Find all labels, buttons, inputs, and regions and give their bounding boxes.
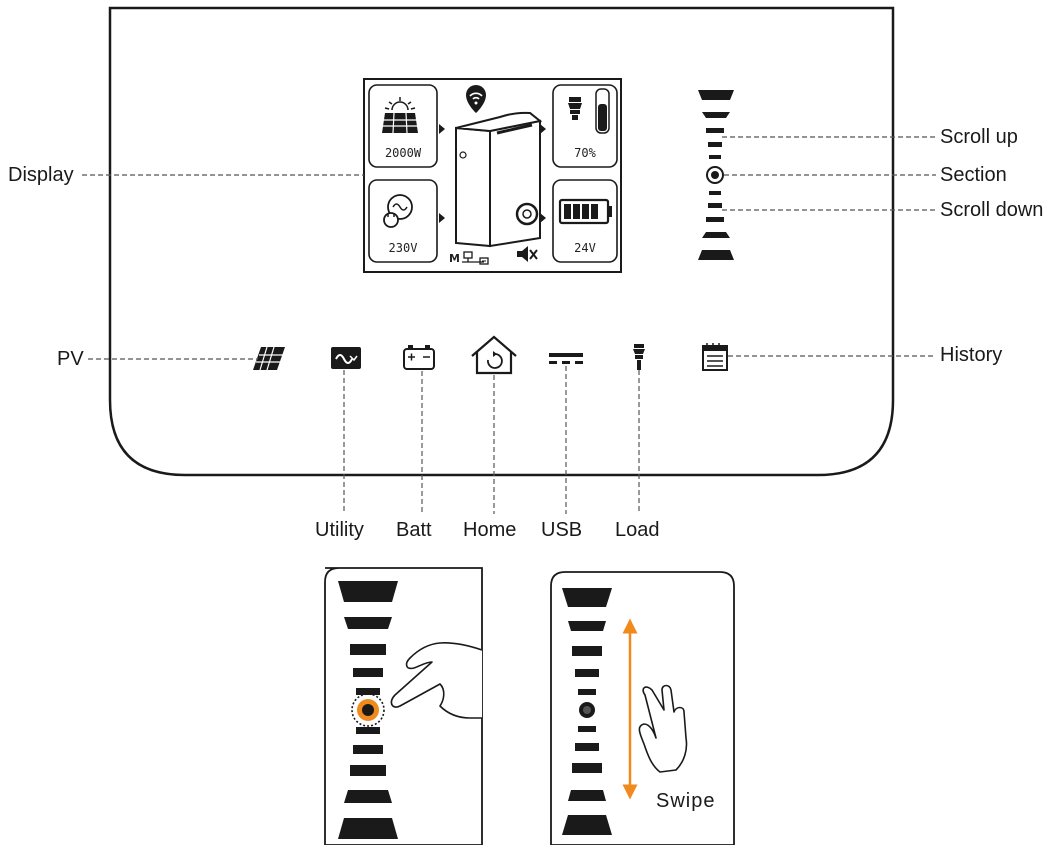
label-home: Home <box>463 519 517 541</box>
mode-letter: M <box>449 252 460 265</box>
load-bulb-icon[interactable] <box>633 344 645 370</box>
battery-box <box>552 179 618 263</box>
tap-gesture-panel <box>324 567 483 846</box>
load-box <box>552 84 618 168</box>
inverter-device-icon <box>455 111 543 248</box>
utility-box <box>368 179 438 263</box>
section-button[interactable] <box>706 166 724 184</box>
load-percent-value: 70% <box>574 146 596 160</box>
bulb-level-icon <box>568 88 610 134</box>
lcd-display <box>363 78 622 273</box>
scroll-segment <box>709 191 721 195</box>
pointing-hand-icon <box>390 642 483 719</box>
scroll-segment <box>708 142 722 147</box>
grid-plug-icon <box>383 194 413 228</box>
battery-level-icon <box>558 198 612 225</box>
utility-voltage-value: 230V <box>388 241 418 255</box>
callout-history: History <box>940 344 1003 366</box>
device-housing <box>108 6 895 477</box>
utility-icon[interactable] <box>331 347 361 369</box>
scroll-segment <box>702 112 730 118</box>
battery-voltage-value: 24V <box>574 241 596 255</box>
flow-arrow <box>439 124 445 134</box>
flow-arrow <box>540 124 546 134</box>
scroll-segment <box>706 217 724 222</box>
label-batt: Batt <box>396 519 432 541</box>
home-icon[interactable] <box>471 335 517 375</box>
callout-section: Section <box>940 164 1007 186</box>
callout-display: Display <box>8 164 74 186</box>
pv-box <box>368 84 438 168</box>
scroll-segment <box>698 90 734 100</box>
scroll-segment <box>698 250 734 260</box>
history-icon[interactable] <box>702 343 728 371</box>
usb-icon[interactable] <box>549 353 583 364</box>
flow-arrow <box>439 213 445 223</box>
swipe-gesture-panel <box>550 571 735 846</box>
scroll-segment <box>709 155 721 159</box>
callout-pv: PV <box>57 348 84 370</box>
battery-icon[interactable] <box>403 345 435 370</box>
network-icon <box>462 251 489 265</box>
callout-scroll-up: Scroll up <box>940 126 1018 148</box>
wifi-pin-icon <box>466 85 486 113</box>
solar-panel-icon[interactable] <box>253 346 285 371</box>
flow-arrow <box>540 213 546 223</box>
scroll-segment <box>702 232 730 238</box>
scroll-segment <box>708 203 722 208</box>
label-usb: USB <box>541 519 583 541</box>
swipe-hand-icon <box>638 684 688 773</box>
pv-power-value: 2000W <box>384 146 422 160</box>
scroll-wheel[interactable] <box>698 90 734 260</box>
sun-panel-icon <box>382 97 418 134</box>
scroll-segment <box>706 128 724 133</box>
mute-icon <box>517 246 538 262</box>
leader-lines <box>82 136 936 514</box>
label-load: Load <box>615 519 660 541</box>
callout-scroll-down: Scroll down <box>940 199 1044 221</box>
swipe-label: Swipe <box>656 790 716 812</box>
label-utility: Utility <box>315 519 364 541</box>
